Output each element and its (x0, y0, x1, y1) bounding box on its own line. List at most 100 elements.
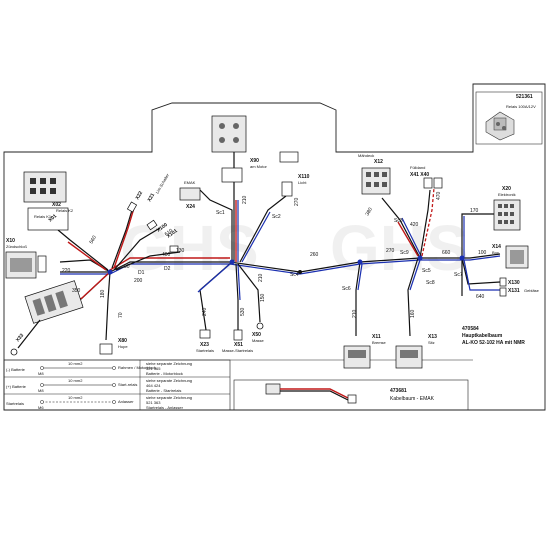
svg-text:(-) Batterie: (-) Batterie (6, 367, 26, 372)
svg-text:Masse: Masse (252, 338, 265, 343)
svg-text:470584: 470584 (462, 326, 479, 332)
svg-text:210: 210 (352, 309, 358, 318)
svg-text:380: 380 (365, 207, 374, 217)
svg-text:Sc4: Sc4 (290, 272, 299, 278)
svg-text:260: 260 (310, 252, 319, 258)
svg-text:270: 270 (294, 197, 300, 206)
svg-text:180: 180 (100, 289, 106, 298)
svg-text:siehe separate Zeichnung: siehe separate Zeichnung (146, 378, 192, 383)
svg-text:siehe separate Zeichnung: siehe separate Zeichnung (146, 395, 192, 400)
splice-markers (107, 255, 465, 275)
svg-text:Licht: Licht (298, 180, 307, 185)
svg-text:Relais K1: Relais K1 (34, 214, 52, 219)
svg-text:X13: X13 (428, 334, 437, 340)
svg-text:270: 270 (386, 248, 395, 254)
svg-text:Start-relais: Start-relais (118, 382, 137, 387)
svg-text:10 mm2: 10 mm2 (68, 378, 83, 383)
svg-text:Box: Box (492, 250, 499, 255)
svg-text:464 424: 464 424 (146, 383, 161, 388)
svg-text:420: 420 (410, 222, 419, 228)
svg-text:170: 170 (470, 208, 479, 214)
svg-text:210: 210 (258, 273, 264, 282)
svg-text:660: 660 (442, 250, 451, 256)
svg-text:EMAK: EMAK (184, 180, 196, 185)
svg-text:X24: X24 (186, 204, 195, 210)
svg-text:Sc8: Sc8 (426, 280, 435, 286)
svg-text:X11: X11 (372, 334, 381, 340)
svg-text:Zündschloß: Zündschloß (6, 244, 27, 249)
svg-text:Masse-Startrelais: Masse-Startrelais (222, 348, 253, 353)
svg-text:Bremse: Bremse (372, 340, 387, 345)
svg-text:X02: X02 (52, 202, 61, 208)
svg-text:X80: X80 (118, 338, 127, 344)
svg-text:X12: X12 (374, 159, 383, 165)
svg-text:Hauptkabelbaum: Hauptkabelbaum (462, 333, 503, 339)
svg-text:X130: X130 (508, 280, 520, 286)
svg-text:210: 210 (242, 195, 248, 204)
svg-text:240: 240 (202, 307, 208, 316)
cable-table: (-) Batterie 10 mm2 M8 Rahmen / Motorblo… (3, 359, 231, 411)
svg-text:Gebläse: Gebläse (524, 288, 540, 293)
svg-text:Sc5: Sc5 (422, 268, 431, 274)
connector-x11: X11 Bremse (343, 334, 387, 369)
svg-text:473681: 473681 (390, 388, 407, 394)
connector-x14: X14 Box (492, 244, 529, 269)
svg-text:610: 610 (164, 228, 174, 238)
relay-part-number: 521361 (516, 94, 533, 100)
svg-text:Rahmen / Motorblock: Rahmen / Motorblock (118, 365, 156, 370)
svg-text:(+) Batterie: (+) Batterie (6, 384, 27, 389)
svg-text:160: 160 (410, 309, 416, 318)
svg-text:X101: X101 (166, 228, 179, 240)
svg-text:X51: X51 (234, 342, 243, 348)
connector-x80: X80 Hupe (99, 338, 128, 355)
svg-text:Batterie - Startrelais: Batterie - Startrelais (146, 388, 181, 393)
connector-x51: X51 Masse-Startrelais (222, 329, 253, 353)
svg-text:D2: D2 (164, 266, 171, 272)
connector-x41-x40: Fülldand X41 X40 (410, 165, 443, 189)
svg-text:Sc6: Sc6 (342, 286, 351, 292)
svg-text:10 mm2: 10 mm2 (68, 361, 83, 366)
relay-label: Relais 100A/12V (506, 104, 536, 109)
svg-text:640: 640 (476, 294, 485, 300)
connector-x90: X90 am Motor (211, 115, 268, 183)
svg-text:Hupe: Hupe (118, 344, 128, 349)
svg-text:Elektronik: Elektronik (498, 192, 516, 197)
svg-text:Kabelbaum - EMAK: Kabelbaum - EMAK (390, 396, 435, 402)
svg-text:Startrelais: Startrelais (6, 401, 24, 406)
svg-text:200: 200 (134, 278, 143, 284)
svg-text:X01: X01 (47, 213, 58, 223)
svg-text:220: 220 (62, 268, 71, 274)
svg-text:350: 350 (72, 288, 81, 294)
svg-text:10 mm2: 10 mm2 (68, 395, 83, 400)
svg-text:470: 470 (436, 191, 442, 200)
connector-x20: X20 Elektronik (493, 186, 521, 231)
svg-text:Relais K2: Relais K2 (56, 208, 74, 213)
svg-text:521 363: 521 363 (146, 400, 161, 405)
svg-text:X33: X33 (15, 332, 25, 343)
svg-text:X14: X14 (492, 244, 501, 250)
connector-relay-block: X02 Relais K2 Relais K1 (23, 171, 74, 231)
svg-text:X131: X131 (508, 288, 520, 294)
svg-text:521 365: 521 365 (146, 366, 161, 371)
main-harness-title: 470584 Hauptkabelbaum AL-KO 52-102 HA mi… (462, 326, 525, 346)
svg-text:Sc1: Sc1 (216, 210, 225, 216)
svg-text:Sc2: Sc2 (272, 214, 281, 220)
svg-text:D1: D1 (138, 270, 145, 276)
svg-text:Sitz: Sitz (428, 340, 435, 345)
svg-text:Mähdeck: Mähdeck (358, 153, 374, 158)
relay-component: 521361 Relais 100A/12V (475, 91, 543, 145)
svg-text:Startrelais: Startrelais (196, 348, 214, 353)
emak-harness-box: 473681 Kabelbaum - EMAK (233, 379, 469, 411)
svg-text:X100: X100 (156, 222, 169, 234)
sheet-outline (3, 83, 546, 411)
svg-text:X21: X21 (147, 192, 157, 203)
svg-text:Lim.Schalter: Lim.Schalter (155, 172, 171, 194)
svg-text:X23: X23 (200, 342, 209, 348)
svg-text:X90: X90 (250, 158, 259, 164)
svg-text:X20: X20 (502, 186, 511, 192)
svg-text:560: 560 (89, 235, 98, 245)
connector-x10: X10 Zündschloß (5, 238, 47, 279)
length-labels: 400 260 660 100 170 220 90 200 210 270 3… (62, 191, 487, 318)
connector-x12: X12 Mähdeck (358, 153, 391, 195)
